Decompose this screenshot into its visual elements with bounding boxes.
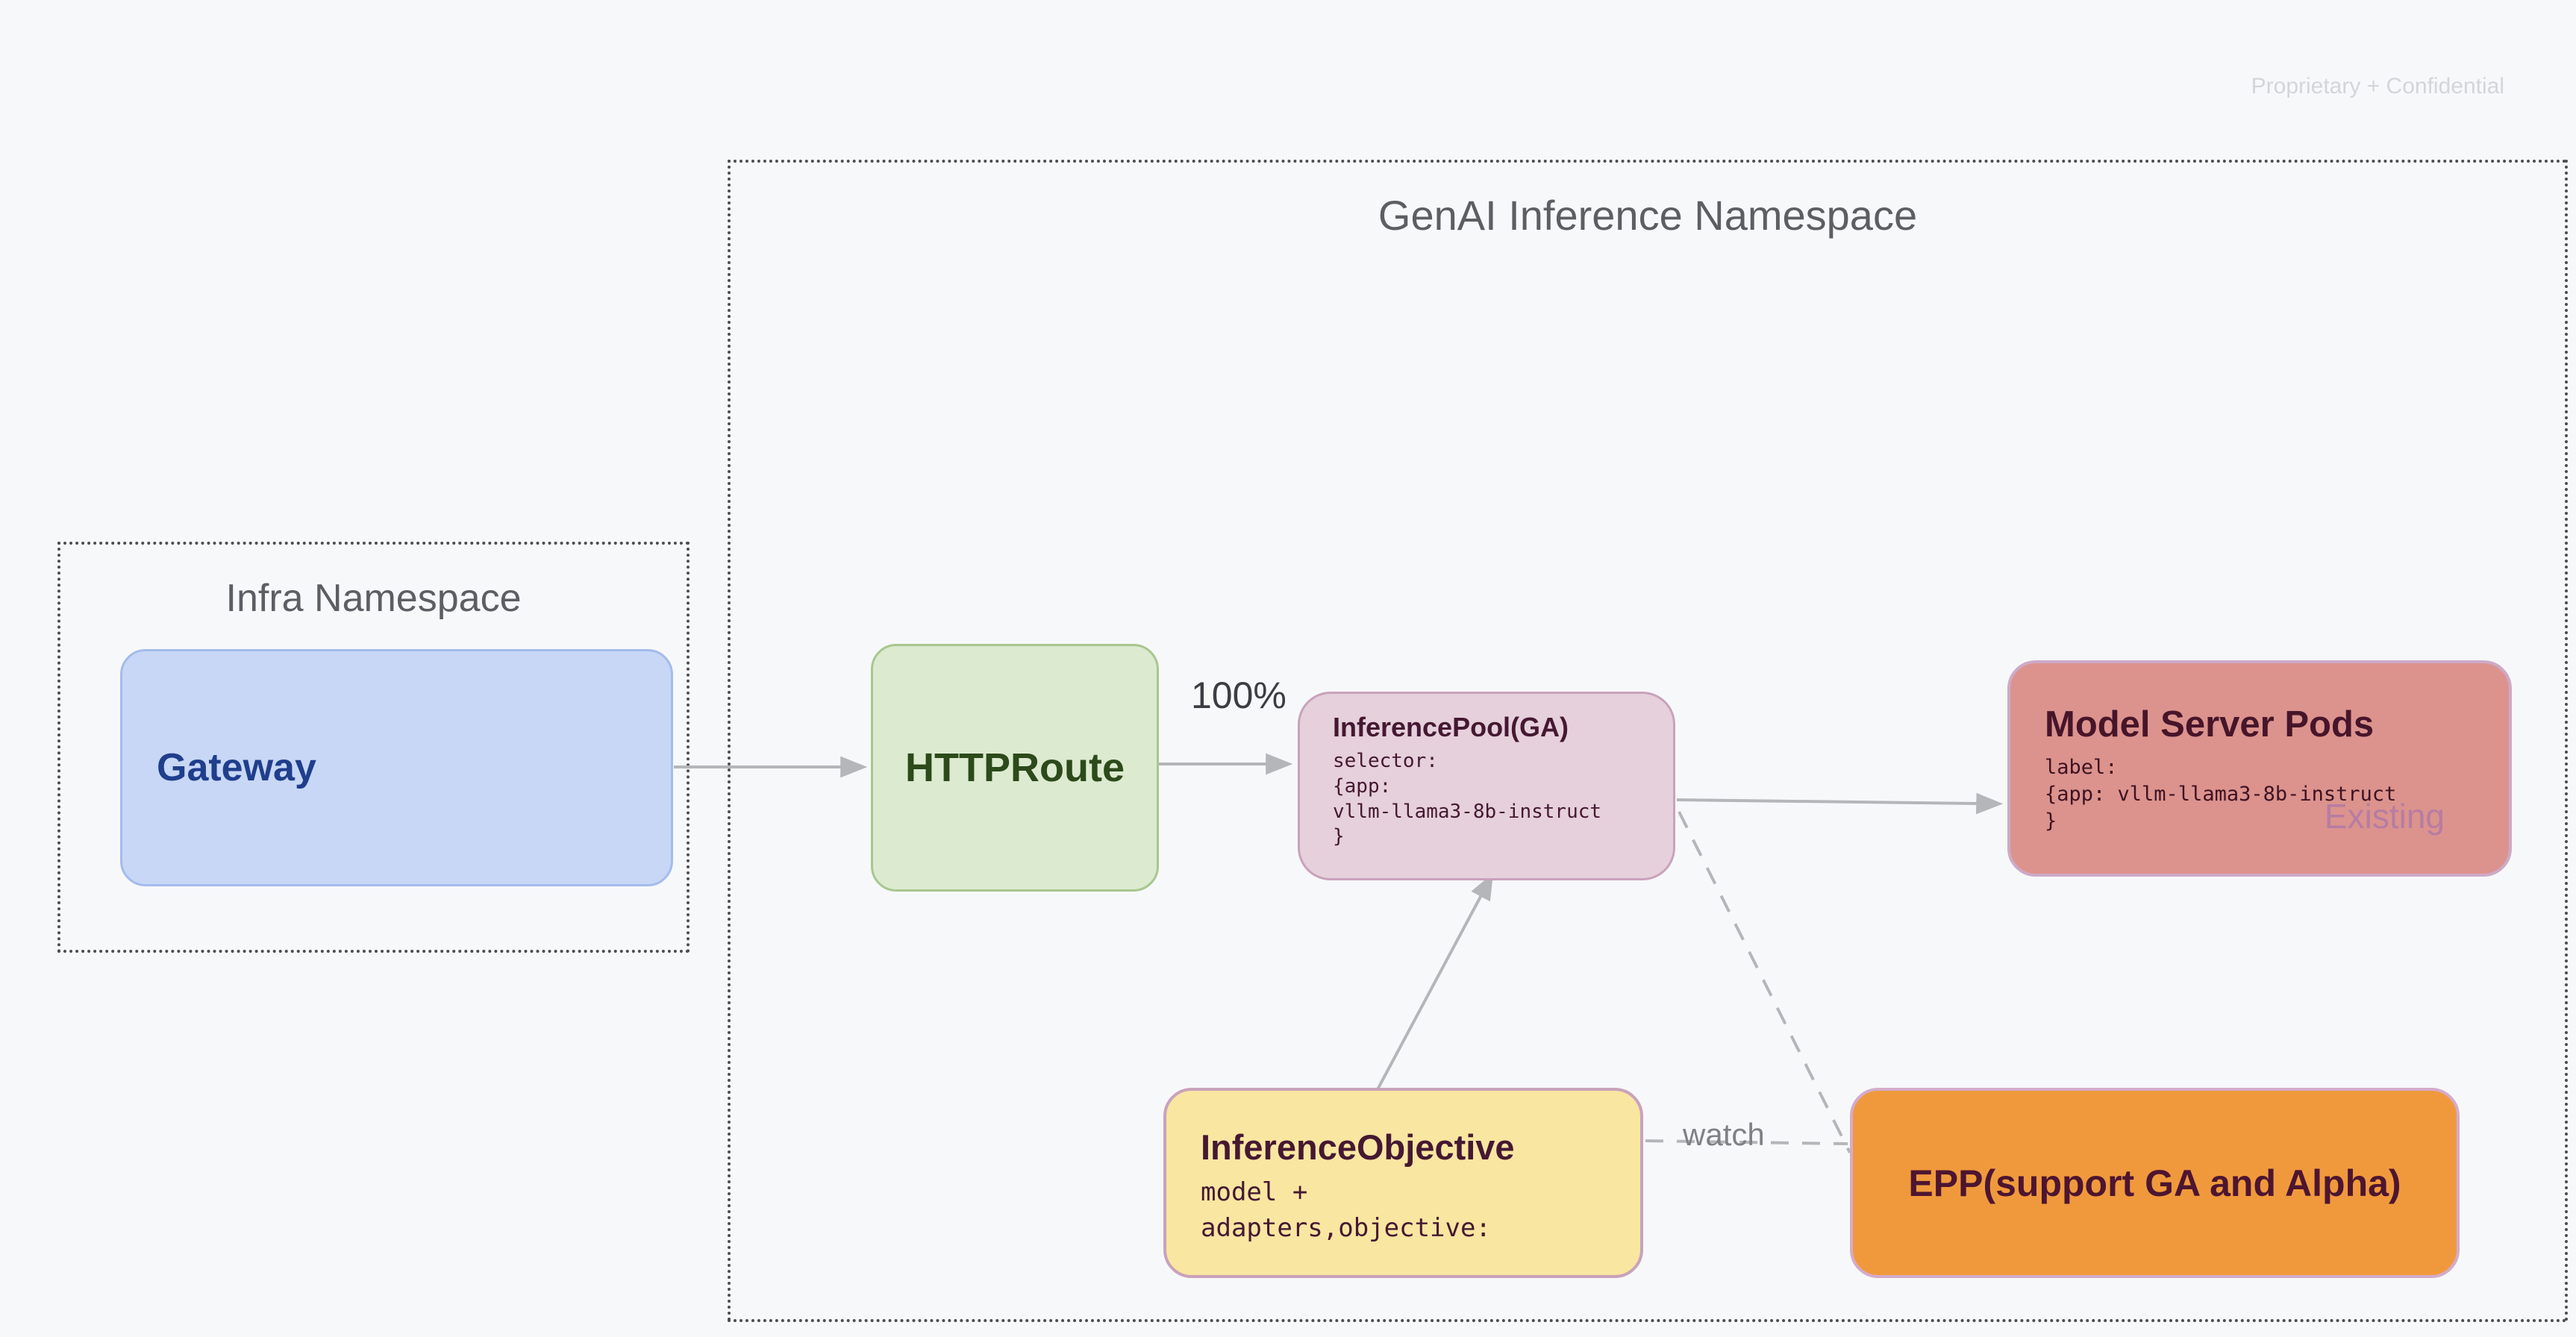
gateway-label: Gateway: [157, 746, 316, 789]
confidential-watermark: Proprietary + Confidential: [2251, 74, 2504, 98]
dashed-line-inferencepool-to-epp: [1678, 811, 1851, 1153]
inference-objective-node: InferenceObjective model + adapters,obje…: [1163, 1088, 1643, 1278]
epp-node: EPP(support GA and Alpha): [1850, 1088, 2460, 1278]
dashed-line-inferenceobjective-to-epp: [1645, 1139, 1848, 1145]
infra-namespace-box: Infra Namespace: [57, 542, 690, 953]
model-server-pods-label-code: label: {app: vllm-llama3-8b-instruct }: [2045, 756, 2397, 833]
arrow-inferenceobjective-to-inferencepool: [1375, 872, 1494, 1092]
genai-namespace-box: GenAI Inference Namespace: [728, 160, 2568, 1322]
inference-pool-node: InferencePool(GA) selector: {app: vllm-l…: [1298, 692, 1675, 880]
route-weight-label: 100%: [1191, 674, 1287, 716]
watch-label: watch: [1683, 1117, 1765, 1152]
httproute-node: HTTPRoute: [871, 644, 1159, 892]
arrow-inferencepool-to-modelserverpods: [1676, 792, 2004, 815]
existing-badge: Existing: [2324, 797, 2445, 836]
genai-namespace-title: GenAI Inference Namespace: [1378, 192, 1918, 239]
gateway-node: Gateway: [120, 649, 673, 886]
model-server-pods-title: Model Server Pods: [2045, 704, 2375, 745]
epp-label: EPP(support GA and Alpha): [1908, 1162, 2401, 1204]
model-server-pods-node: Model Server Pods label: {app: vllm-llam…: [2007, 660, 2512, 877]
inference-pool-title: InferencePool(GA): [1333, 712, 1569, 742]
httproute-label: HTTPRoute: [905, 745, 1125, 790]
infra-namespace-title: Infra Namespace: [225, 577, 522, 620]
inference-objective-code: model + adapters,objective:: [1201, 1177, 1491, 1243]
inference-pool-selector-code: selector: {app: vllm-llama3-8b-instruct …: [1333, 750, 1602, 848]
inference-objective-title: InferenceObjective: [1201, 1127, 1515, 1167]
